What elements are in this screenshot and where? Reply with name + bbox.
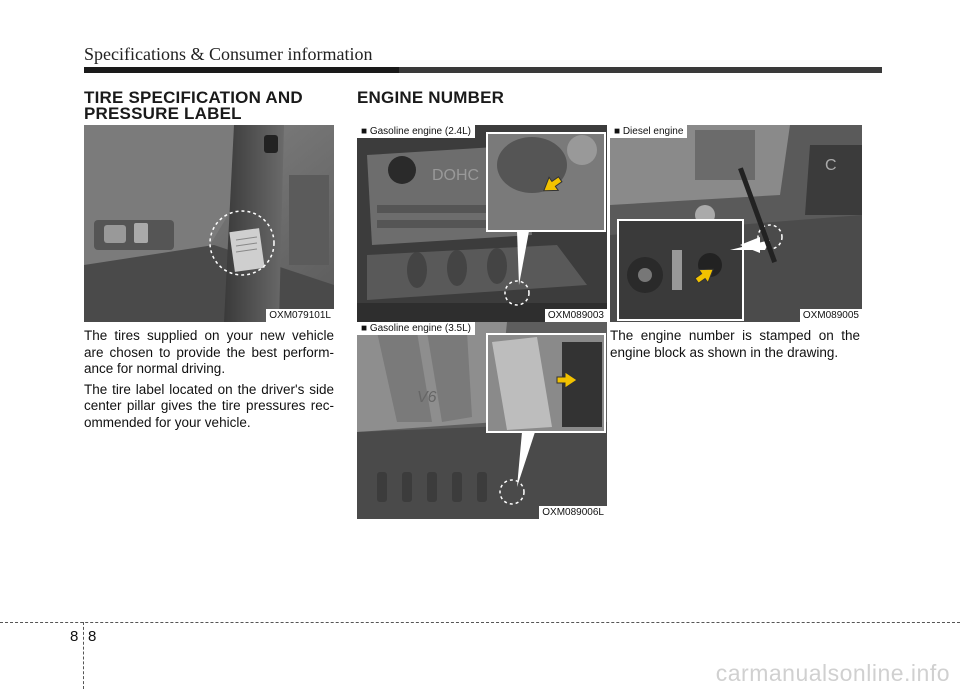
engine-24-label: ■ Gasoline engine (2.4L): [357, 125, 475, 138]
tire-section-body: The tires supplied on your new vehicle a…: [84, 328, 334, 435]
engine-24-caption: OXM089003: [544, 309, 607, 322]
tire-section-title-line2: PRESSURE LABEL: [84, 104, 242, 123]
tire-paragraph-2: The tire label located on the driver's s…: [84, 381, 334, 430]
engine-35-caption: OXM089006L: [539, 506, 607, 519]
svg-text:C: C: [825, 157, 837, 174]
footer-dashed-rule: [0, 622, 960, 623]
car-door-pillar-illustration: [84, 125, 334, 322]
header-rule-accent: [84, 67, 399, 73]
engine-24-illustration: DOHC: [357, 125, 607, 322]
tire-label-photo: OXM079101L: [84, 125, 334, 322]
page-header-title: Specifications & Consumer information: [84, 44, 373, 64]
engine-paragraph: The engine number is stamped on the engi…: [610, 328, 860, 360]
engine-diesel-label: ■ Diesel engine: [610, 125, 688, 138]
header-rule: [84, 67, 882, 73]
page-number: 8: [88, 628, 97, 645]
svg-text:DOHC: DOHC: [432, 167, 479, 184]
engine-35-label: ■ Gasoline engine (3.5L): [357, 322, 475, 335]
watermark: carmanualsonline.info: [715, 660, 950, 686]
footer-dashed-divider: [83, 622, 84, 689]
engine-photo-diesel: C ■ Diesel engine OXM089005: [610, 125, 862, 322]
tire-section-title: TIRE SPECIFICATION AND PRESSURE LABEL: [84, 88, 344, 123]
engine-35-illustration: V6: [357, 322, 607, 519]
engine-photo-gasoline-24: DOHC ■ Gasoline engine (2.4L) OXM089003: [357, 125, 607, 322]
engine-section-title: ENGINE NUMBER: [357, 88, 505, 107]
tire-paragraph-1: The tires supplied on your new vehicle a…: [84, 328, 334, 376]
svg-text:V6: V6: [417, 389, 437, 406]
engine-section-body: The engine number is stamped on the engi…: [610, 328, 860, 365]
page-number-chapter: 8: [70, 628, 79, 645]
tire-section-title-line1: TIRE SPECIFICATION AND: [84, 88, 303, 107]
engine-diesel-illustration: C: [610, 125, 862, 322]
engine-diesel-caption: OXM089005: [799, 309, 862, 322]
engine-photo-gasoline-35: V6 ■ Gasoline engine (3.5L) OXM089006L: [357, 322, 607, 519]
tire-photo-caption: OXM079101L: [266, 309, 334, 322]
